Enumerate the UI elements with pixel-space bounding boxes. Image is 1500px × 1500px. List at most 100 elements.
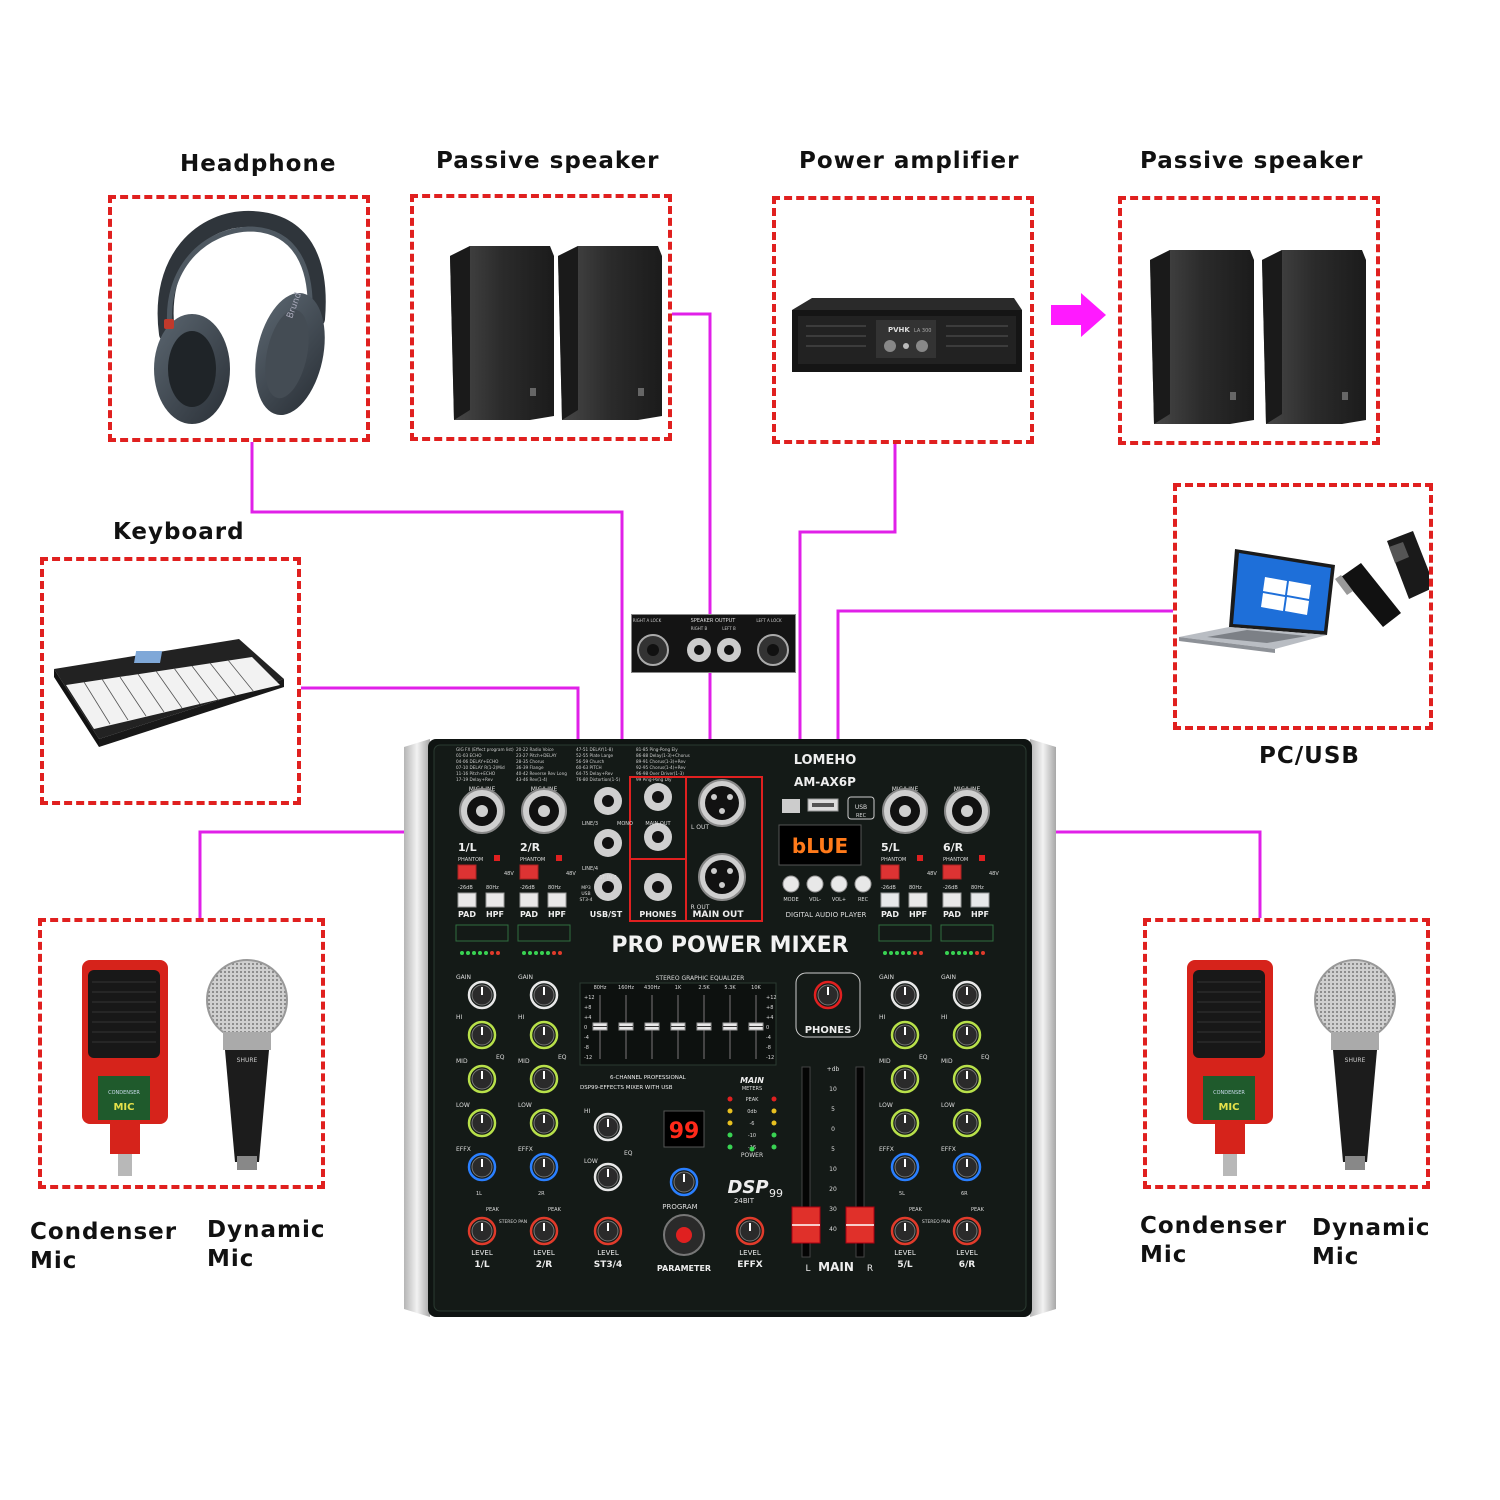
gain-label: GAIN — [879, 974, 894, 981]
fx-list-item: 47-51 DELAY(1-8) — [576, 747, 613, 752]
gain-knob-4[interactable] — [952, 980, 982, 1010]
effx-label: EFFX — [879, 1146, 894, 1153]
hpf-button[interactable] — [485, 892, 505, 908]
player-button-rec[interactable] — [854, 875, 872, 893]
mid-knob-1[interactable] — [467, 1064, 497, 1094]
fader-scale-label: 5 — [831, 1146, 835, 1153]
st34-low-knob[interactable] — [593, 1162, 623, 1192]
pad-button[interactable] — [880, 892, 900, 908]
passive-speaker-left-icon — [450, 246, 662, 420]
mid-label: MID — [456, 1058, 468, 1065]
signal-led — [919, 951, 923, 955]
meter-led-left — [727, 1096, 733, 1102]
hi-knob-1[interactable] — [467, 1020, 497, 1050]
phantom-switch[interactable] — [519, 864, 539, 880]
condenser-mic-left-badge: MIC — [113, 1102, 134, 1113]
signal-led — [957, 951, 961, 955]
phantom-switch[interactable] — [942, 864, 962, 880]
effx-knob-2[interactable] — [529, 1152, 559, 1182]
fx-list-item: 99 Ping-Pong Dly — [636, 777, 672, 782]
low-label: LOW — [518, 1102, 532, 1109]
hi-knob-1-ring — [467, 1020, 497, 1050]
parameter-knob[interactable] — [663, 1214, 705, 1256]
meter-led-right — [771, 1108, 777, 1114]
geq-scale-right: +4 — [766, 1015, 773, 1021]
hi-knob-2[interactable] — [529, 1020, 559, 1050]
mono-label: MONO — [617, 821, 633, 827]
phones-knob[interactable] — [813, 980, 843, 1010]
hi-knob-4[interactable] — [952, 1020, 982, 1050]
low-knob-3[interactable] — [890, 1108, 920, 1138]
fx-list-item: 04-06 DELAY+ECHO — [456, 759, 499, 764]
level-knob-4[interactable] — [952, 1216, 982, 1246]
trs-main-out-label: MAIN OUT — [645, 821, 671, 827]
fader-main-right-track — [855, 1066, 865, 1258]
signal-led — [558, 951, 562, 955]
hpf-label: HPF — [971, 910, 989, 919]
geq-scale-left: +8 — [584, 1005, 591, 1011]
mid-knob-3[interactable] — [890, 1064, 920, 1094]
program-knob[interactable] — [669, 1167, 699, 1197]
level-knob-2[interactable] — [529, 1216, 559, 1246]
low-knob-4[interactable] — [952, 1108, 982, 1138]
effx-level-knob[interactable] — [735, 1216, 765, 1246]
pad-button[interactable] — [519, 892, 539, 908]
geq-band-label: 80Hz — [594, 985, 607, 991]
signal-led — [963, 951, 967, 955]
effx-knob-1[interactable] — [467, 1152, 497, 1182]
hpf-button[interactable] — [547, 892, 567, 908]
program-knob-ring — [669, 1167, 699, 1197]
pad-label: PAD — [458, 910, 476, 919]
headphone-icon: Brund — [154, 210, 326, 424]
effx-knob-3[interactable] — [890, 1152, 920, 1182]
gain-knob-3[interactable] — [890, 980, 920, 1010]
fx-list-item: 92-95 Chorus(1-4)+Rev — [636, 765, 686, 770]
level-label: LEVEL — [894, 1249, 916, 1257]
hpf-button[interactable] — [970, 892, 990, 908]
eq-label: EQ — [981, 1054, 990, 1061]
hpf-button[interactable] — [908, 892, 928, 908]
hi-knob-3[interactable] — [890, 1020, 920, 1050]
phantom-led — [556, 855, 562, 861]
signal-led — [490, 951, 494, 955]
signal-led — [472, 951, 476, 955]
dynamic-mic-right-icon: SHURE — [1314, 959, 1396, 1170]
gain-knob-2[interactable] — [529, 980, 559, 1010]
meter-led-left — [727, 1132, 733, 1138]
pad-value: -26dB — [881, 885, 896, 891]
geq-scale-left: +4 — [584, 1015, 591, 1021]
power-label: POWER — [741, 1152, 763, 1159]
mid-knob-2[interactable] — [529, 1064, 559, 1094]
effx-knob-4[interactable] — [952, 1152, 982, 1182]
player-button-mode[interactable] — [782, 875, 800, 893]
low-knob-2[interactable] — [529, 1108, 559, 1138]
pad-button[interactable] — [942, 892, 962, 908]
phantom-voltage: 48V — [927, 871, 937, 877]
st34-hi-knob[interactable] — [593, 1112, 623, 1142]
line4-label: LINE/4 — [582, 866, 598, 872]
player-button-vol[interactable] — [830, 875, 848, 893]
gain-knob-1[interactable] — [467, 980, 497, 1010]
phantom-switch[interactable] — [457, 864, 477, 880]
mid-knob-4[interactable] — [952, 1064, 982, 1094]
phantom-switch[interactable] — [880, 864, 900, 880]
low-knob-1[interactable] — [467, 1108, 497, 1138]
st34-level-knob[interactable] — [593, 1216, 623, 1246]
condenser-mic-right-badge-top: CONDENSER — [1213, 1090, 1245, 1096]
level-knob-1[interactable] — [467, 1216, 497, 1246]
subtitle-line2: DSP99-EFFECTS MIXER WITH USB — [580, 1085, 673, 1091]
level-knob-1-ring — [467, 1216, 497, 1246]
st34-level-channel: ST3/4 — [594, 1260, 622, 1270]
speaker-output-label-1: RIGHT A LOCK — [633, 618, 662, 623]
pad-button[interactable] — [457, 892, 477, 908]
level-knob-3[interactable] — [890, 1216, 920, 1246]
signal-led — [913, 951, 917, 955]
mixer-side-right — [1030, 739, 1056, 1317]
gain-knob-3-ring — [890, 980, 920, 1010]
meter-scale-label: -6 — [750, 1121, 755, 1127]
geq-scale-left: -4 — [584, 1035, 589, 1041]
phantom-voltage: 48V — [989, 871, 999, 877]
pan-label: 5L — [899, 1191, 905, 1197]
player-button-vol[interactable] — [806, 875, 824, 893]
mid-knob-1-ring — [467, 1064, 497, 1094]
